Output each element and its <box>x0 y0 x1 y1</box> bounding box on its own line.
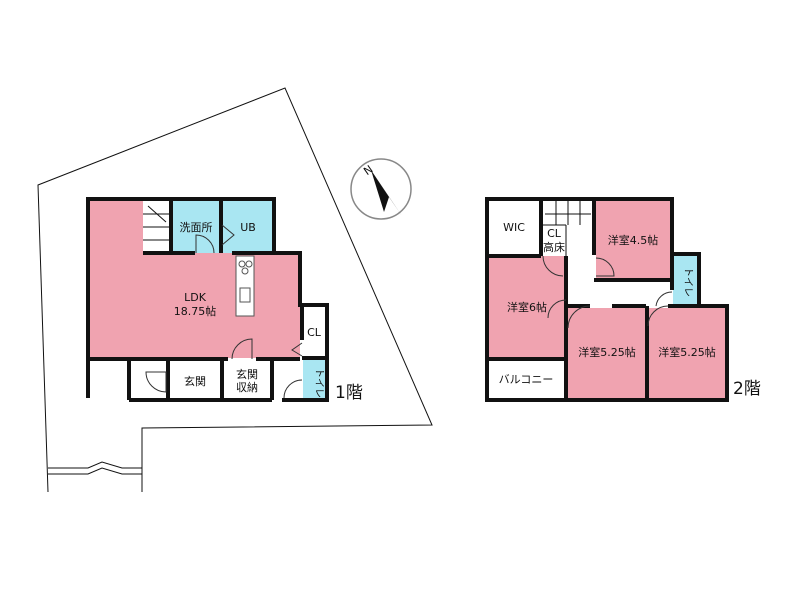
room-label-6: 洋室6帖 <box>507 300 547 314</box>
door-entrance <box>145 371 167 393</box>
stairs-2f <box>543 201 593 225</box>
room-label-toilet-2f: トイレ <box>682 267 693 297</box>
site-boundary <box>37 87 433 493</box>
room-label-entrance: 玄関 <box>184 374 206 388</box>
wall-1f-outer <box>86 197 329 402</box>
stairs-1f <box>143 201 171 253</box>
room-label-balcony: バルコニー <box>499 373 554 386</box>
room-45 <box>596 201 670 278</box>
room-bath <box>221 201 274 253</box>
door-closet <box>291 342 303 357</box>
room-entrance <box>168 361 222 398</box>
room-toilet-2f <box>673 256 697 304</box>
door-wic <box>542 255 564 277</box>
floor-label-2: 2階 <box>733 379 761 399</box>
compass-icon: N <box>350 158 412 220</box>
door-washroom <box>195 234 215 254</box>
floor-2: WIC CL 高床 洋室4.5帖 トイレ 洋室6帖 洋室5.25帖 洋室5.25… <box>485 197 761 402</box>
door-room-6 <box>547 299 567 319</box>
room-label-45: 洋室4.5帖 <box>608 233 659 247</box>
room-label-525-a: 洋室5.25帖 <box>578 345 636 359</box>
room-label-closet: CL <box>307 326 322 339</box>
room-wic <box>489 201 540 256</box>
door-room-525-b <box>647 305 669 327</box>
door-ldk <box>231 338 253 360</box>
site-boundary-step <box>48 467 142 475</box>
site-boundary-step <box>48 461 142 469</box>
room-toilet-1f <box>303 358 325 398</box>
room-label-entrance-storage: 収納 <box>236 381 258 394</box>
room-ldk <box>90 201 300 358</box>
room-label-washroom: 洗面所 <box>180 221 213 234</box>
room-label-wic: WIC <box>503 221 525 234</box>
room-label-ldk: LDK <box>184 291 207 304</box>
room-525-b <box>649 308 725 398</box>
room-label-high-floor: 高床 <box>543 240 565 254</box>
room-525-a <box>568 308 646 398</box>
room-label-525-b: 洋室5.25帖 <box>658 345 716 359</box>
door-bath <box>221 224 235 246</box>
door-toilet-1f <box>283 379 303 399</box>
room-label-entrance-storage: 玄関 <box>236 367 258 381</box>
floor-1: LDK 18.75帖 洗面所 UB CL 玄関 玄関 収納 トイレ 1階 <box>86 197 363 403</box>
door-room-45 <box>595 257 615 277</box>
room-label-cl: CL <box>547 227 562 240</box>
wall-2f-outer <box>485 197 729 402</box>
kitchen-counter <box>235 255 255 317</box>
door-toilet-2f <box>655 291 673 307</box>
room-size-ldk: 18.75帖 <box>174 305 217 318</box>
room-closet-1f <box>303 305 325 358</box>
room-label-toilet-1f: トイレ <box>313 368 324 398</box>
door-room-525-a <box>567 305 591 329</box>
room-label-bath: UB <box>240 221 256 234</box>
room-entrance-storage <box>222 361 272 398</box>
room-balcony <box>489 361 565 398</box>
floor-label-1: 1階 <box>335 383 363 403</box>
